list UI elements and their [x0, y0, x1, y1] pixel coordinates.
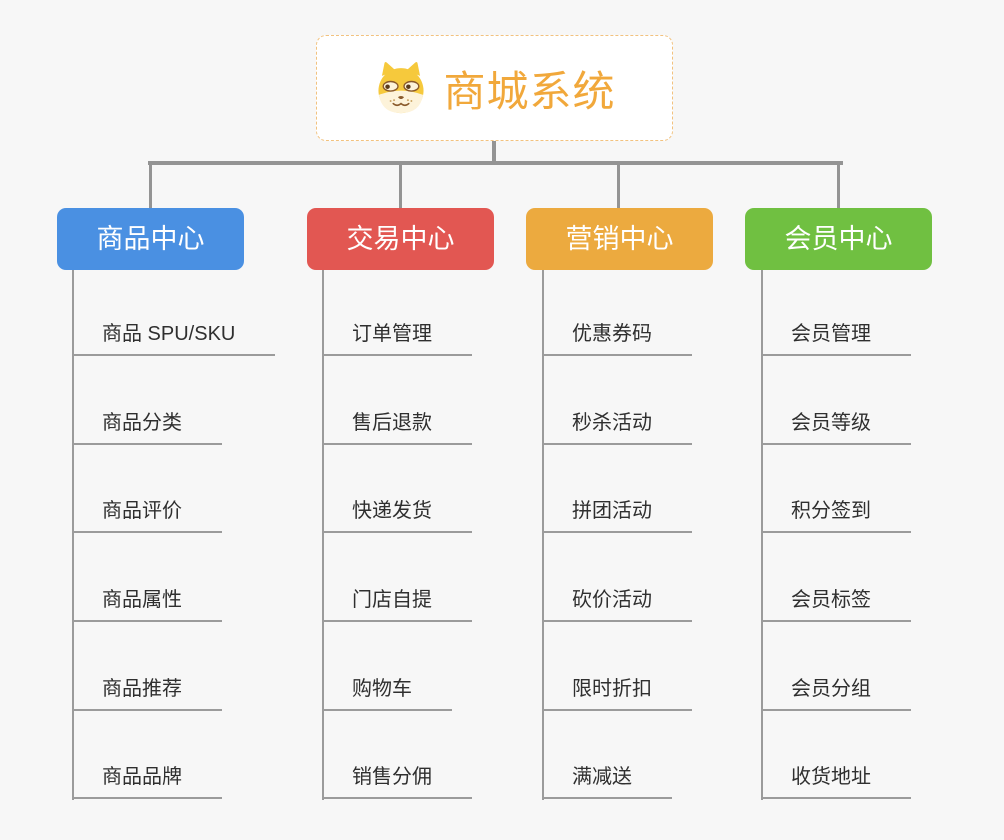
connector-drop-trade [399, 163, 402, 208]
leaf-node[interactable]: 积分签到 [761, 499, 911, 533]
connector-drop-product [149, 163, 152, 208]
connector-root-vertical [492, 141, 496, 163]
trunk-line-product [72, 270, 74, 800]
branch-node-product-center[interactable]: 商品中心 [57, 208, 244, 270]
leaf-node[interactable]: 收货地址 [761, 765, 911, 799]
leaf-node[interactable]: 商品推荐 [72, 677, 222, 711]
leaf-node[interactable]: 砍价活动 [542, 588, 692, 622]
leaf-node[interactable]: 商品品牌 [72, 765, 222, 799]
leaf-node[interactable]: 售后退款 [322, 411, 472, 445]
leaf-node[interactable]: 快递发货 [322, 499, 472, 533]
connector-horizontal-bus [148, 161, 843, 165]
branch-node-trade-center[interactable]: 交易中心 [307, 208, 494, 270]
branch-node-member-center[interactable]: 会员中心 [745, 208, 932, 270]
leaf-node[interactable]: 门店自提 [322, 588, 472, 622]
leaf-node[interactable]: 满减送 [542, 765, 672, 799]
leaf-node[interactable]: 会员标签 [761, 588, 911, 622]
leaf-node[interactable]: 优惠券码 [542, 322, 692, 356]
leaf-node[interactable]: 秒杀活动 [542, 411, 692, 445]
leaf-node[interactable]: 限时折扣 [542, 677, 692, 711]
leaf-node[interactable]: 商品评价 [72, 499, 222, 533]
root-title: 商城系统 [443, 67, 616, 115]
root-node-mall-system[interactable]: 商城系统 [316, 35, 673, 141]
leaf-node[interactable]: 会员分组 [761, 677, 911, 711]
branch-node-marketing-center[interactable]: 营销中心 [526, 208, 713, 270]
connector-drop-member [837, 163, 840, 208]
connector-drop-marketing [617, 163, 620, 208]
leaf-node[interactable]: 商品分类 [72, 411, 222, 445]
trunk-line-member [761, 270, 763, 800]
leaf-node[interactable]: 商品 SPU/SKU [72, 322, 276, 356]
leaf-node[interactable]: 会员管理 [761, 322, 911, 356]
leaf-node[interactable]: 会员等级 [761, 411, 911, 445]
leaf-node[interactable]: 拼团活动 [542, 499, 692, 533]
trunk-line-trade [322, 270, 324, 800]
leaf-node[interactable]: 购物车 [322, 677, 452, 711]
leaf-node[interactable]: 销售分佣 [322, 765, 472, 799]
trunk-line-marketing [542, 270, 544, 800]
leaf-node[interactable]: 订单管理 [322, 322, 472, 356]
leaf-node[interactable]: 商品属性 [72, 588, 222, 622]
shiba-dog-icon [378, 62, 425, 114]
